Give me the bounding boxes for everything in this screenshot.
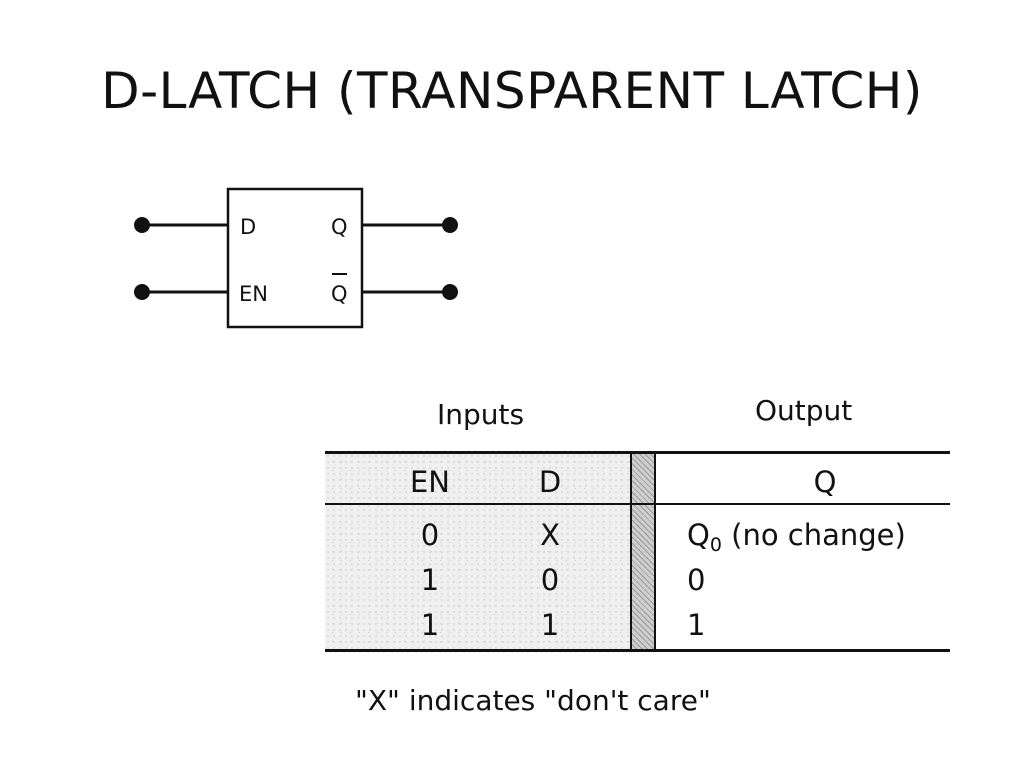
dont-care-footnote: "X" indicates "don't care" [355,684,711,717]
header-bottom-rule [325,503,950,505]
table-row-3-q: 1 [687,608,706,642]
table-bottom-rule [325,649,950,652]
latch-box [226,187,364,329]
output-group-header: Output [755,394,853,427]
en-input-terminal [134,284,150,300]
column-header-en: EN [409,465,451,499]
table-row-1-q: Q0 (no change) [687,518,947,556]
table-row-2-q: 0 [687,563,706,597]
table-row-3-d: 1 [540,608,560,642]
q-output-terminal [442,217,458,233]
pin-label-d: D [240,215,256,239]
q-subscript: 0 [709,534,722,556]
table-row-2-en: 1 [420,563,440,597]
table-row-1-d: X [540,518,560,552]
column-header-q: Q [813,465,837,499]
q-symbol: Q [687,518,710,552]
column-divider [630,453,656,651]
inputs-shaded-area [325,453,630,651]
q-note: (no change) [721,518,906,552]
column-header-d: D [538,465,562,499]
pin-label-q: Q [331,215,348,239]
slide-title: D-LATCH (TRANSPARENT LATCH) [101,62,923,120]
d-input-terminal [134,217,150,233]
pin-label-q-bar: Q [331,282,348,306]
table-row-1-en: 0 [420,518,440,552]
table-row-3-en: 1 [420,608,440,642]
truth-table: Inputs Output EN D Q 0 X Q0 (no change) … [325,390,950,665]
d-latch-symbol: D EN Q Q [134,187,458,329]
table-top-rule [325,451,950,454]
inputs-group-header: Inputs [437,398,525,431]
table-row-2-d: 0 [540,563,560,597]
q-bar-output-terminal [442,284,458,300]
pin-label-en: EN [239,282,268,306]
